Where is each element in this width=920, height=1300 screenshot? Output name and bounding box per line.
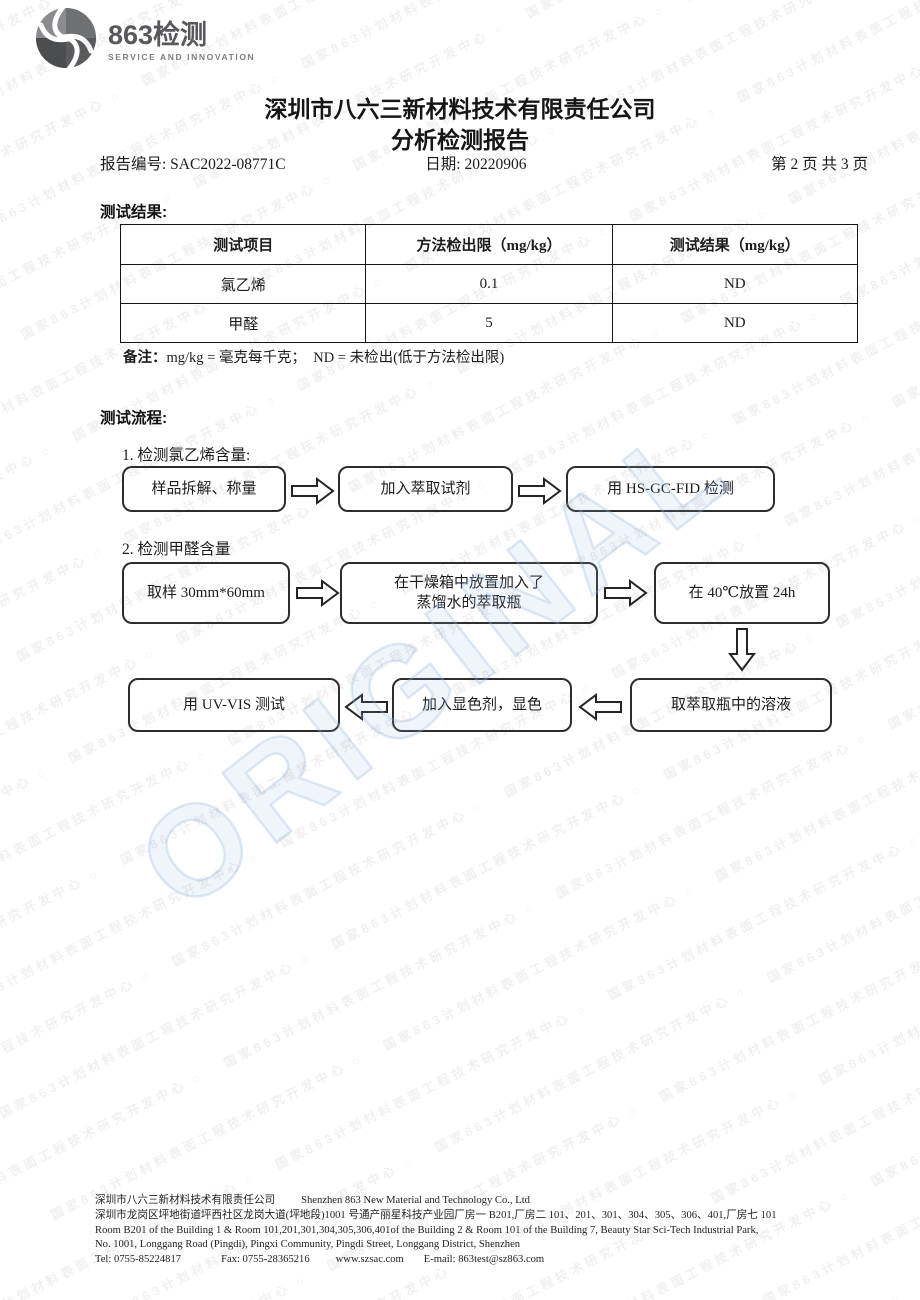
footer-email: E-mail: 863test@sz863.com: [423, 1254, 545, 1266]
flow2-step-box: 取样 30mm*60mm: [122, 562, 290, 624]
cell-result: ND: [611, 303, 859, 343]
col-header-detection-limit: 方法检出限（mg/kg）: [365, 224, 613, 265]
footer: 深圳市八六三新材料技术有限责任公司 Shenzhen 863 New Materi…: [95, 1194, 873, 1268]
flow1-label: 1. 检测氯乙烯含量:: [122, 447, 251, 464]
cell-limit: 0.1: [365, 264, 613, 304]
flow2-step-box: 在干燥箱中放置加入了 蒸馏水的萃取瓶: [340, 562, 598, 624]
flow2-label: 2. 检测甲醛含量: [122, 541, 231, 558]
logo-title: 863检测: [108, 19, 208, 50]
report-info-row: 报告编号: SAC2022-08771C 日期: 20220906 第 2 页 …: [100, 152, 868, 174]
results-section-label: 测试结果:: [100, 204, 168, 221]
note-label: 备注：: [123, 350, 167, 366]
company-title: 深圳市八六三新材料技术有限责任公司: [264, 96, 656, 122]
page-indicator: 第 2 页 共 3 页: [771, 156, 868, 173]
flow2-step-box: 在 40℃放置 24h: [654, 562, 830, 624]
results-note: 备注：mg/kg = 毫克每千克； ND = 未检出(低于方法检出限): [123, 346, 504, 367]
footer-tel: Tel: 0755-85224817: [95, 1254, 182, 1266]
cell-result: ND: [611, 264, 859, 304]
flow1-step-box: 加入萃取试剂: [338, 466, 513, 512]
footer-fax: Fax: 0755-28365216: [221, 1254, 310, 1266]
report-title: 分析检测报告: [391, 127, 529, 153]
footer-address-en-1: Room B201 of the Building 1 & Room 101,2…: [95, 1224, 759, 1236]
arrow-left-icon: [344, 692, 388, 727]
results-table: 测试项目 方法检出限（mg/kg） 测试结果（mg/kg） 氯乙烯 0.1 ND…: [119, 224, 859, 343]
col-header-test-item: 测试项目: [119, 224, 367, 265]
logo-text-block: 863检测 SERVICE AND INNOVATION: [108, 20, 255, 62]
report-number: 报告编号: SAC2022-08771C: [100, 156, 286, 173]
table-row: 氯乙烯 0.1 ND: [119, 264, 859, 304]
flow2-step-box: 用 UV-VIS 测试: [128, 678, 340, 732]
cell-item: 甲醛: [119, 303, 367, 343]
table-row: 甲醛 5 ND: [119, 303, 859, 343]
footer-contact-line: Tel: 0755-85224817 Fax: 0755-28365216 www.…: [95, 1253, 873, 1268]
note-text: mg/kg = 毫克每千克； ND = 未检出(低于方法检出限): [166, 350, 505, 366]
col-header-test-result: 测试结果（mg/kg）: [611, 224, 859, 265]
process-section-label: 测试流程:: [100, 410, 168, 427]
footer-address-cn: 深圳市龙岗区坪地街道坪西社区龙岗大道(坪地段)1001 号通产丽星科技产业园厂房…: [95, 1209, 777, 1221]
flow1-step-box: 样品拆解、称量: [122, 466, 286, 512]
flow2-step-box: 加入显色剂，显色: [392, 678, 572, 732]
footer-address-en-2: No. 1001, Longgang Road (Pingdi), Pingxi…: [95, 1239, 521, 1251]
cell-limit: 5: [365, 303, 613, 343]
arrow-left-icon: [578, 692, 622, 727]
logo-863: 863检测 SERVICE AND INNOVATION: [34, 4, 255, 75]
footer-company-en: Shenzhen 863 New Material and Technology…: [301, 1195, 530, 1206]
footer-company-cn: 深圳市八六三新材料技术有限责任公司: [95, 1195, 276, 1206]
arrow-right-icon: [296, 578, 340, 613]
footer-website: www.szsac.com: [335, 1254, 404, 1266]
arrow-right-icon: [291, 476, 335, 511]
footer-company-line: 深圳市八六三新材料技术有限责任公司 Shenzhen 863 New Materi…: [95, 1194, 873, 1209]
flow1-step-box: 用 HS-GC-FID 检测: [566, 466, 775, 512]
arrow-right-icon: [604, 578, 648, 613]
report-date: 日期: 20220906: [425, 156, 527, 173]
table-header-row: 测试项目 方法检出限（mg/kg） 测试结果（mg/kg）: [119, 224, 859, 265]
logo-globe-icon: [34, 4, 98, 75]
cell-item: 氯乙烯: [119, 264, 367, 304]
flow2-step-box: 取萃取瓶中的溶液: [630, 678, 832, 732]
arrow-down-icon: [727, 628, 757, 677]
arrow-right-icon: [518, 476, 562, 511]
logo-subtitle: SERVICE AND INNOVATION: [108, 51, 256, 62]
